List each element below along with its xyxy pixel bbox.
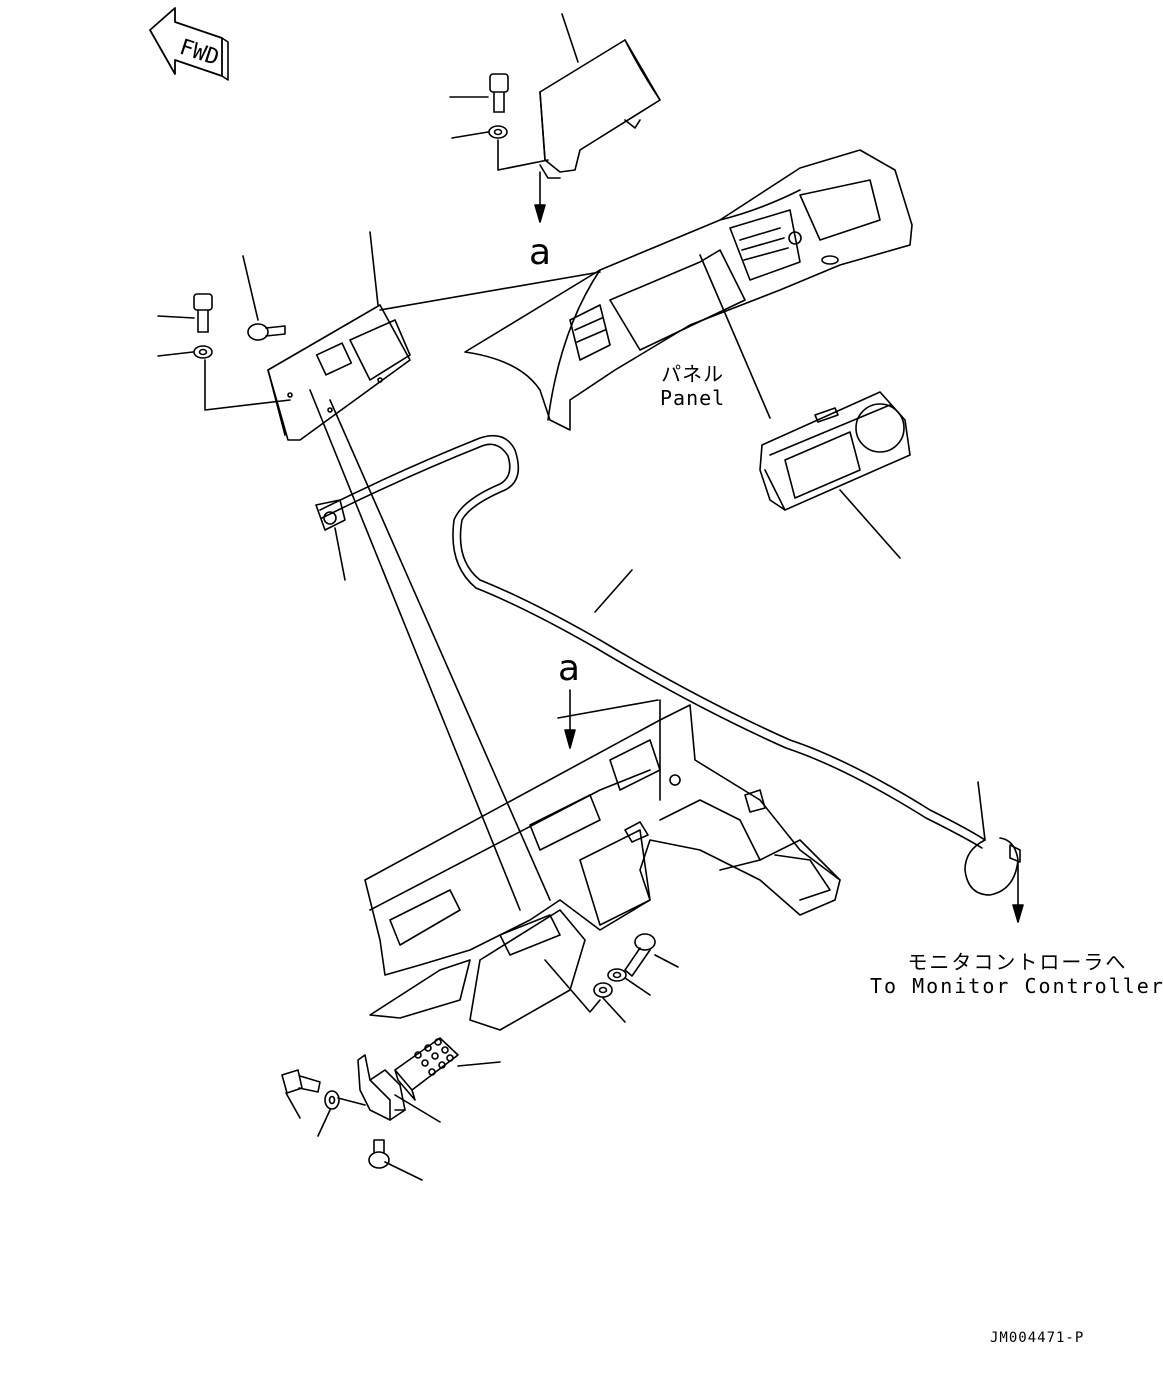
- view-arrow-mid: [565, 690, 575, 748]
- drawing-code: JM004471-P: [990, 1330, 1085, 1346]
- assembly-guide-lines: [310, 390, 550, 910]
- monitor-label-en: To Monitor Controller: [870, 974, 1163, 998]
- view-arrow-top: [535, 172, 545, 222]
- switch-bolt-icon: [282, 1070, 320, 1118]
- panel-label-en: Panel: [660, 386, 726, 410]
- dashboard-panel: [465, 150, 912, 430]
- monitor-unit: [760, 392, 910, 558]
- frame-nut-icon: [545, 960, 625, 1022]
- frame-bolt-icon: [625, 934, 678, 976]
- switch-panel: [395, 1038, 500, 1100]
- panel-label-jp: パネル: [661, 362, 725, 386]
- panel-label: パネル Panel: [660, 362, 725, 410]
- left-bracket-plate: [268, 232, 600, 440]
- monitor-controller-label: モニタコントローラへ To Monitor Controller: [870, 950, 1163, 998]
- view-callout-mid: a: [558, 648, 581, 689]
- fwd-arrow-icon: FWD: [150, 8, 228, 80]
- switch-bracket: [358, 1055, 440, 1122]
- wire-harness: [316, 436, 1023, 922]
- top-bolt-icon: [450, 74, 508, 112]
- lower-frame: [365, 700, 840, 1030]
- left-bolt-icon: [158, 294, 212, 332]
- monitor-label-jp: モニタコントローラへ: [907, 950, 1128, 974]
- left-screw-icon: [243, 256, 285, 340]
- view-callout-top: a: [529, 232, 552, 273]
- switch-washer-icon: [318, 1091, 365, 1136]
- left-washer-icon: [158, 346, 290, 410]
- switch-screw-icon: [369, 1140, 422, 1180]
- top-washer-icon: [452, 126, 548, 170]
- frame-washer-icon: [608, 969, 650, 995]
- top-cover-bracket: [540, 14, 660, 178]
- fwd-label: FWD: [176, 35, 222, 71]
